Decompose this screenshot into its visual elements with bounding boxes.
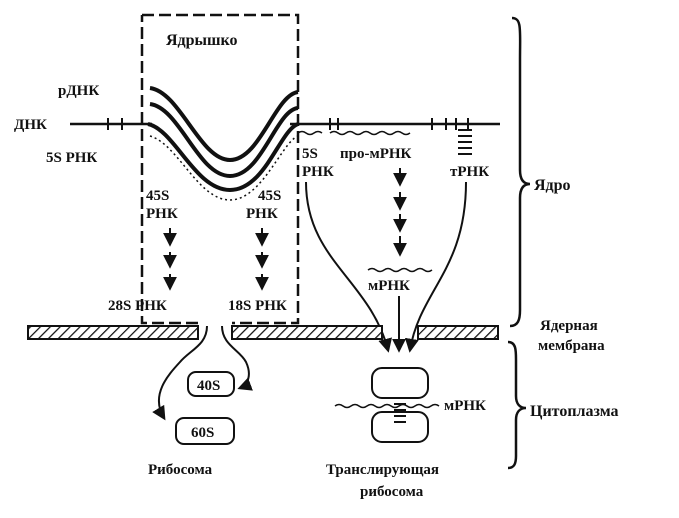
dna-label: ДНК [14, 117, 47, 133]
five-s-rna-left-label: 5S РНК [46, 150, 97, 166]
brace-cytoplasm [507, 340, 527, 470]
subunit-60s-label: 60S [191, 425, 214, 441]
five-s-rna-label: РНК [302, 164, 334, 180]
dna-strand [70, 118, 500, 136]
left-45s-label: 45S [146, 188, 169, 204]
subunit-40s [187, 371, 235, 397]
subunit-60s [175, 417, 235, 445]
trna-label: тРНК [450, 164, 489, 180]
brace-nucleus [509, 16, 531, 328]
mrna-cytoplasm-label: мРНК [444, 398, 486, 414]
nuclear-membrane-label-1: Ядерная [540, 318, 598, 334]
pro-mrna-label: про-мРНК [340, 146, 412, 162]
rna-18s-label: 18S РНК [228, 298, 287, 314]
squiggle-5s-gene [297, 130, 323, 136]
rdna-loops [147, 86, 299, 201]
subunit-40s-label: 40S [197, 378, 220, 394]
nucleolus-box [140, 13, 300, 325]
nuclear-membrane [27, 325, 499, 340]
trna-coil [458, 129, 472, 155]
rdna-label: рДНК [58, 83, 99, 99]
squiggle-pro-mrna-gene [329, 130, 411, 136]
subunit-export [152, 325, 253, 421]
mrna-nucleus-label: мРНК [368, 278, 410, 294]
rna-28s-label: 28S РНК [108, 298, 167, 314]
translating-ribosome-label-1: Транслирующая [326, 462, 439, 478]
nuclear-membrane-label-2: мембрана [538, 338, 605, 354]
nucleus-label: Ядро [534, 177, 571, 194]
translating-ribosome-label-2: рибосома [360, 484, 424, 500]
mrna-squiggle [367, 267, 433, 273]
five-s-label: 5S [302, 146, 318, 162]
right-45s-rna-label: РНК [246, 206, 278, 222]
nucleolus-label: Ядрышко [166, 32, 238, 49]
translating-ribosome [334, 367, 440, 443]
left-45s-rna-label: РНК [146, 206, 178, 222]
ribosome-label: Рибосома [148, 462, 213, 478]
right-45s-label: 45S [258, 188, 281, 204]
export-curves [305, 181, 467, 353]
cytoplasm-label: Цитоплазма [530, 403, 619, 420]
